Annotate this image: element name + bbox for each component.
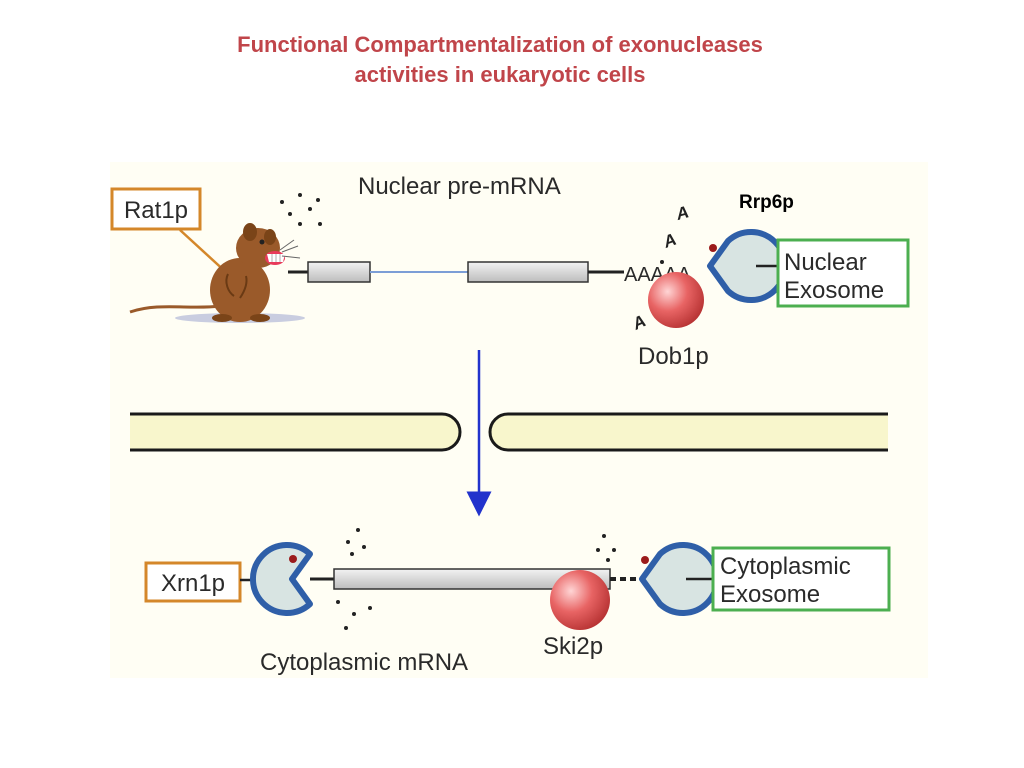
nuclear-premrna-label: Nuclear pre-mRNA [358, 173, 561, 200]
rat1p-label: Rat1p [124, 197, 188, 224]
ski2p-ball [550, 570, 610, 630]
nuclear-membrane [130, 412, 888, 452]
free-a-3: A [629, 311, 649, 334]
nuclear-premrna-strand [288, 261, 624, 283]
cytoplasmic-exosome-label-1: Cytoplasmic [720, 553, 851, 580]
nuclear-exosome-box: Nuclear Exosome [776, 238, 910, 308]
exon-2 [467, 261, 589, 283]
dob1p-label: Dob1p [638, 343, 709, 370]
rrp6p-label: Rrp6p [739, 192, 794, 213]
title-line-2: activities in eukaryotic cells [354, 62, 646, 87]
exon-1 [307, 261, 371, 283]
exonuclease-diagram: Nuclear pre-mRNA Rat1p [110, 162, 928, 678]
degradation-dots-xrn1p [336, 528, 372, 630]
free-a-2: A [660, 230, 679, 252]
rat1p-box: Rat1p [110, 187, 229, 275]
nuclear-exosome-label-1: Nuclear [784, 249, 867, 276]
cytoplasmic-mrna-strand [310, 568, 640, 590]
rat-icon [129, 223, 305, 323]
dob1p-ball [648, 272, 704, 328]
cytoplasmic-exosome-box: Cytoplasmic Exosome [711, 546, 891, 612]
xrn1p-label: Xrn1p [161, 570, 225, 597]
cytoplasmic-exosome-label-2: Exosome [720, 581, 820, 608]
ski2p-label: Ski2p [543, 633, 603, 660]
degradation-dots-rat [280, 193, 322, 226]
free-a-1: A [673, 202, 691, 224]
xrn1p-box: Xrn1p [144, 561, 242, 603]
nuclear-exosome-label-2: Exosome [784, 277, 884, 304]
xrn1p-pacman-icon [250, 542, 313, 616]
title-line-1: Functional Compartmentalization of exonu… [237, 32, 763, 57]
cytoplasmic-mrna-label: Cytoplasmic mRNA [260, 649, 468, 676]
diagram-canvas: Nuclear pre-mRNA Rat1p [110, 173, 910, 676]
degradation-dots-exosome [596, 534, 616, 562]
